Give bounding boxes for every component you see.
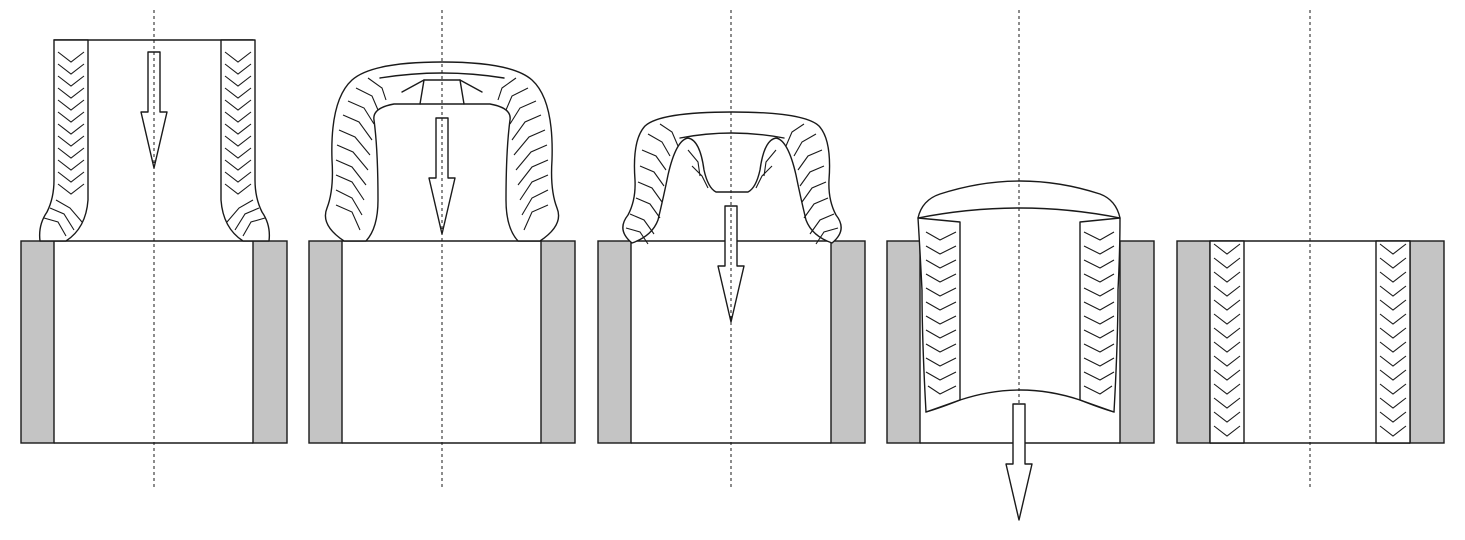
down-arrow (1005, 403, 1033, 521)
braid-chevrons-left (625, 123, 709, 245)
down-arrow (140, 51, 168, 169)
braid-sleeve (622, 111, 842, 245)
braid-sleeve (324, 61, 560, 242)
cylinder-left-wall (886, 240, 921, 444)
braid-chevrons-right (755, 123, 839, 245)
cylinder-right-wall (830, 240, 866, 444)
cylinder-right-wall (540, 240, 576, 444)
stage-1 (20, 10, 288, 490)
stage-2 (308, 10, 576, 490)
braid-chevrons-right (497, 77, 549, 231)
braid-sleeve (1209, 240, 1411, 444)
braid-chevrons-right (1379, 243, 1407, 437)
braid-chevrons-left (43, 51, 85, 237)
braid-chevrons-left (925, 231, 957, 395)
cylinder-right-wall (1119, 240, 1155, 444)
stage-5 (1176, 10, 1445, 490)
braid-chevrons-left (335, 77, 387, 231)
stage-4 (886, 10, 1155, 521)
down-arrow (428, 117, 456, 235)
braid-chevrons-left (1213, 243, 1241, 437)
cylinder-left-wall (1176, 240, 1211, 444)
cylinder-left-wall (308, 240, 343, 444)
braid-chevrons-right (224, 51, 266, 237)
braid-sleeve (38, 39, 271, 242)
cylinder-right-wall (1409, 240, 1445, 444)
cylinder-right-wall (252, 240, 288, 444)
stage-3 (597, 10, 866, 490)
braid-chevrons-right (1083, 231, 1115, 395)
cylinder-left-wall (20, 240, 55, 444)
braid-sleeve (917, 180, 1121, 413)
cylinder-left-wall (597, 240, 632, 444)
